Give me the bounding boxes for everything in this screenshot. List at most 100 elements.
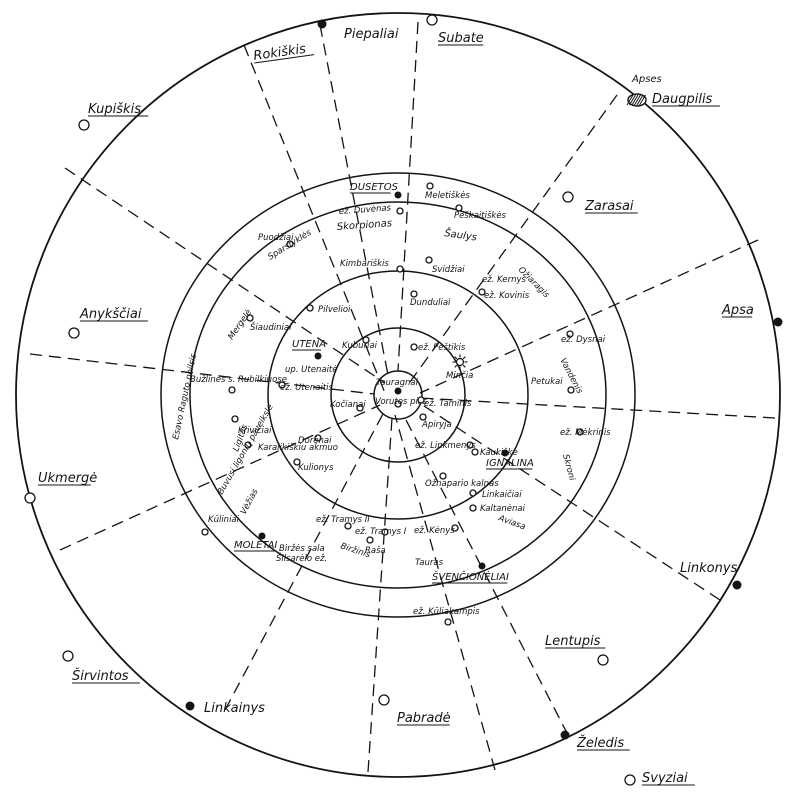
filled-circle-marker [185, 701, 195, 711]
place-label: ež. Duvėnas [339, 203, 392, 217]
place: Esavo Raguto poilsis [171, 352, 199, 440]
place-label: Pabradė [397, 711, 451, 726]
place-label: ež. Tramys II [316, 515, 370, 525]
filled-circle-marker [560, 730, 570, 740]
place-label: Linkainys [204, 701, 265, 716]
place-label: Zarasai [584, 199, 634, 214]
place-label: Šaulys [444, 226, 478, 243]
place: ež. Tramys II [316, 515, 370, 530]
place-label: Dunduliai [410, 298, 451, 308]
place-label: Kulionys [298, 463, 334, 473]
place: Rokiškis [252, 42, 315, 64]
place-label: Daugpilis [652, 92, 713, 107]
filled-circle-marker [258, 532, 266, 540]
sector-divider [419, 239, 759, 394]
sector-divider [367, 417, 393, 773]
open-circle-marker [576, 428, 584, 436]
place-label: Krivičiai [238, 425, 272, 436]
place-label: Piepaliai [344, 27, 399, 42]
open-circle-marker [306, 304, 314, 312]
place: Vorutos pilis [375, 397, 428, 408]
place: DUSETOS [350, 182, 402, 199]
hatched-town-marker [626, 93, 647, 107]
place: Tauragnai [376, 378, 419, 395]
open-circle-marker [381, 528, 389, 536]
open-circle-marker [455, 204, 463, 212]
place: ež. Taminis [417, 396, 472, 409]
place: ŠVENČIONĖLIAI [432, 562, 509, 584]
inner-ring [330, 327, 466, 463]
place-label: Linkonys [680, 561, 738, 576]
place-label: Kimbariškis [340, 258, 389, 269]
open-circle-marker [417, 396, 425, 404]
open-circle-marker [244, 441, 252, 449]
place-label: Kočianai [330, 399, 366, 410]
place: Šilsarėlo ež. [276, 552, 327, 564]
place-label: Esavo Raguto poilsis [171, 352, 199, 440]
open-circle-marker [231, 415, 239, 423]
place-label: Skorpionas [336, 218, 392, 233]
place-label: Apsa [721, 303, 754, 318]
open-circle-marker [624, 774, 636, 786]
place-label: Svidžiai [432, 265, 465, 275]
place-label: IGNALINA [486, 458, 534, 469]
place: Aviasa [496, 513, 527, 532]
place-label: Šilsarėlo ež. [276, 552, 327, 564]
place-label: Želedis [576, 735, 624, 751]
open-circle-marker [68, 327, 80, 339]
place-label: Aviasa [496, 513, 527, 532]
filled-circle-marker [394, 191, 402, 199]
place: ež. Tramys I [355, 527, 407, 537]
place-label: Tauras [415, 558, 444, 568]
place-label: Kupiškis [88, 102, 141, 117]
sector-divider [29, 353, 375, 395]
open-circle-marker [469, 489, 477, 497]
place-label: DUSETOS [350, 182, 399, 193]
place: Šiaudiniai [246, 314, 292, 333]
place-label: Rokiškis [252, 42, 307, 64]
sector-divider [64, 167, 386, 384]
place-label: Linkaičiai [482, 489, 522, 500]
filled-circle-marker [732, 580, 742, 590]
place: Svyziai [624, 771, 695, 786]
place: Lentupis [545, 634, 609, 666]
place-label: Širvintos [72, 668, 129, 684]
place-label: Kaukiškė [480, 447, 518, 458]
place-label: Karalikiškiu akmuo [258, 442, 338, 453]
place-label: Tauragnai [376, 378, 419, 388]
place: Peškaitiškės [454, 204, 507, 221]
open-circle-marker [466, 441, 474, 449]
place-label: ež. Utenaitis [280, 383, 334, 393]
place-label: Minčia [446, 370, 473, 381]
open-circle-marker [426, 182, 434, 190]
place: Raša [365, 536, 386, 556]
sector-divider [404, 417, 569, 736]
place-label: Kuburiai [342, 341, 378, 351]
open-circle-marker [410, 343, 418, 351]
place: Subate [426, 14, 484, 46]
place-label: ež. Mėkrinis [560, 428, 611, 438]
place: Krivičiai [231, 415, 272, 436]
place: IGNALINA [486, 449, 534, 470]
place-label: ŠVENČIONĖLIAI [432, 570, 509, 583]
place-label: ež. Taminis [424, 399, 472, 409]
place: Svidžiai [425, 256, 465, 275]
open-circle-marker [394, 400, 402, 408]
place: Anykščiai [68, 307, 148, 339]
place: Linkonys [680, 561, 742, 590]
place: Širvintos [62, 650, 140, 684]
place-label: Kūliniai [208, 515, 240, 525]
place: Linkaičiai [469, 489, 522, 500]
place: ež. Duvėnas [339, 203, 404, 217]
open-circle-marker [293, 458, 301, 466]
sector-dividers [29, 21, 776, 773]
place: Daugpilis [626, 92, 720, 107]
place: Dunduliai [410, 290, 451, 308]
place: Pabradė [378, 694, 451, 726]
open-circle-marker [246, 314, 254, 322]
open-circle-marker [562, 191, 574, 203]
place-label: Kaltanėnai [480, 504, 526, 514]
place: Kupiškis [78, 102, 149, 131]
open-circle-marker [567, 386, 575, 394]
